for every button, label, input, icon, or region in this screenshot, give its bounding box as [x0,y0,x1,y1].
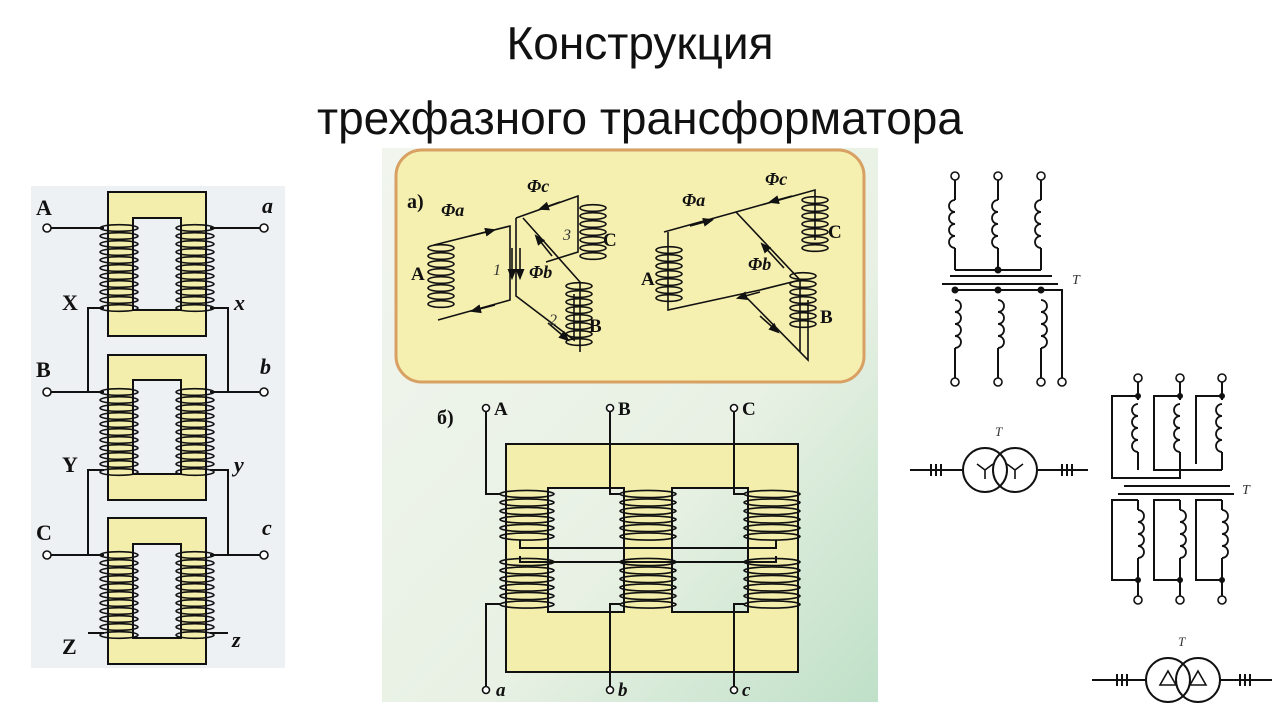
terminal-label-C: C [36,520,52,545]
core-coil-lower-1 [499,557,555,609]
flux-b-label-2: Φb [748,254,771,274]
phase-label-A-2: A [641,269,655,290]
schematic-symbol-star: T [942,171,1081,387]
coil-bank-1-secondary [175,223,215,313]
flux-coil-c [579,203,607,261]
left-wiring [42,223,269,634]
terminal-label-X: X [62,290,78,315]
flux-coil-b-2 [789,271,817,329]
coil-bank-3-primary [99,550,139,640]
star-top-terminal-2 [993,171,1003,181]
terminal-label-c: c [262,515,272,540]
single-phase-transformer-bank: A X B Y C Z a x b y c z [31,186,285,668]
star-top-winding-3 [1034,199,1042,249]
flux-coil-c-2 [801,195,829,253]
delta-top-winding-2 [1173,403,1181,453]
flux-a-label: Φa [441,200,464,220]
delta-bottom-terminal-1 [1133,595,1143,605]
star-bottom-terminal-1 [950,377,960,387]
flux-coil-a-2 [655,245,683,303]
phase-label-A-1: A [411,264,425,285]
transformer-label-1: T [1072,273,1081,288]
star-top-terminal-3 [1036,171,1046,181]
delta-primary-windings [1111,373,1227,479]
phase-label-B-2: B [820,307,833,328]
left-figure-background [31,186,285,668]
core-terminal-C: C [742,399,756,420]
flux-coils-combined [655,195,829,329]
three-phase-core-figure: а) Φa Φc Φb 1 2 3 A B C [382,148,878,702]
path-number-3: 3 [562,227,571,244]
delta-top-terminal-2 [1175,373,1185,383]
left-coils [99,223,215,640]
delta-top-winding-3 [1215,403,1223,453]
delta-bottom-winding-3 [1221,509,1229,559]
single-line-symbol-star-star: T [910,424,1088,493]
phase-label-B-1: B [589,316,602,337]
part-b-label: б) [437,407,454,429]
star-primary-windings [948,171,1046,274]
transformer-label-4: T [1178,634,1186,649]
schematic-symbol-delta: T [1111,373,1251,605]
core-terminal-c: c [742,680,751,701]
delta-secondary-windings [1111,499,1229,605]
flux-coil-a [427,243,455,309]
terminal-label-A: A [36,195,52,220]
phase-label-C-1: C [603,230,617,251]
core-coil-upper-3 [743,489,801,541]
title-line-1: Конструкция [506,17,774,69]
core-terminal-a: a [496,680,506,701]
flux-sketch-separate [433,194,581,352]
terminal-label-b: b [260,354,271,379]
terminal-label-z: z [231,627,241,652]
path-number-2: 2 [549,312,557,329]
single-line-symbol-delta-delta: T [1092,634,1272,703]
terminal-label-B: B [36,357,51,382]
star-secondary-windings [950,286,1067,387]
transformer-label-2: T [995,424,1003,439]
star-top-winding-2 [991,199,999,249]
terminal-label-y: y [231,452,244,477]
phase-label-C-2: C [828,222,842,243]
star-bottom-terminal-2 [993,377,1003,387]
delta-bottom-terminal-3 [1217,595,1227,605]
delta-bottom-winding-1 [1137,509,1145,559]
core-terminal-B: B [618,399,631,420]
star-neutral-dot [994,266,1002,274]
star-bottom-terminal-3 [1036,377,1046,387]
coil-bank-1-primary [99,223,139,313]
core-terminal-A: A [494,399,508,420]
coil-bank-2-primary [99,387,139,477]
transformer-label-3: T [1242,483,1251,498]
star-top-winding-1 [948,199,956,249]
delta-bottom-winding-2 [1179,509,1187,559]
core-wiring [481,403,777,695]
delta-bottom-terminal-2 [1175,595,1185,605]
flux-b-label: Φb [529,262,552,282]
flux-a-label-2: Φa [682,190,705,210]
delta-top-terminal-1 [1133,373,1143,383]
terminal-label-x: x [233,290,245,315]
delta-top-winding-1 [1131,403,1139,453]
coil-bank-3-secondary [175,550,215,640]
title-line-2: трехфазного трансформатора [317,92,963,144]
delta-top-terminal-3 [1217,373,1227,383]
flux-c-label: Φc [527,176,549,196]
path-number-1: 1 [493,262,501,279]
star-bottom-winding-3 [1040,299,1048,349]
star-top-terminal-1 [950,171,960,181]
star-bottom-winding-1 [954,299,962,349]
part-a-label: а) [407,191,424,213]
terminal-label-a: a [262,193,273,218]
star-bottom-winding-2 [997,299,1005,349]
terminal-label-Z: Z [62,634,77,659]
flux-coils-separate [427,203,607,347]
flux-c-label-2: Φc [765,169,787,189]
star-neutral-terminal [1057,377,1067,387]
flux-panel [394,148,866,384]
core-terminal-b: b [618,680,628,701]
flux-coil-b [565,281,593,347]
terminal-label-Y: Y [62,452,78,477]
